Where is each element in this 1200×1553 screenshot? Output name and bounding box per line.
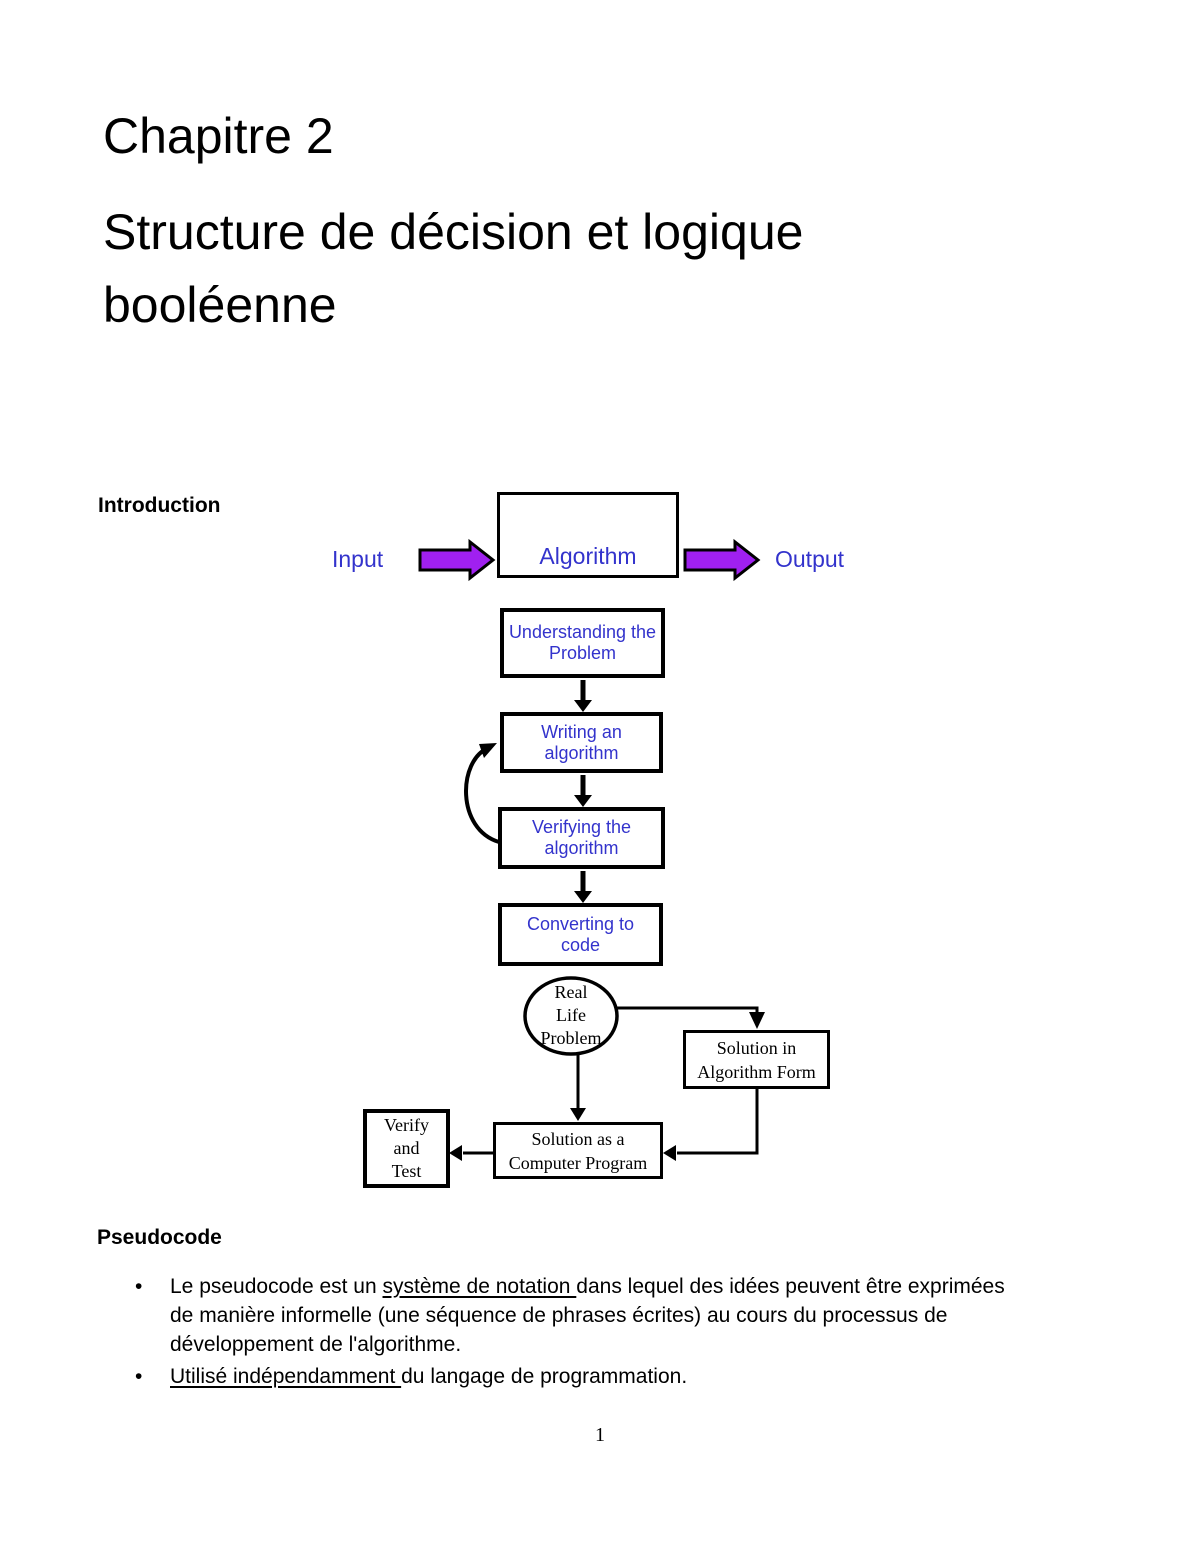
- input-label: Input: [332, 546, 384, 572]
- bullet-icon: •: [135, 1365, 143, 1388]
- page-number: 1: [595, 1424, 605, 1446]
- bullet-text-before: Le pseudocode est un: [170, 1275, 383, 1298]
- connector-problem-to-algorithm: [615, 1006, 765, 1029]
- connector-problem-to-program: [570, 1054, 586, 1121]
- bullet-text-underlined: système de notation: [382, 1275, 577, 1298]
- flow-arrow-1: [574, 680, 592, 712]
- bullet-text: Le pseudocode est un système de notation…: [170, 1272, 1005, 1359]
- bullet-icon: •: [135, 1275, 143, 1298]
- algorithm-box: Algorithm: [497, 492, 679, 578]
- real-life-problem-circle: [523, 976, 619, 1056]
- bullet-item: • Utilisé indépendamment du langage de p…: [135, 1362, 1035, 1391]
- bullet-text-underlined: Utilisé indépendamment: [170, 1365, 402, 1388]
- connector-program-to-verify: [449, 1145, 493, 1161]
- flow-arrow-3: [574, 871, 592, 903]
- pseudocode-heading: Pseudocode: [97, 1226, 222, 1249]
- algorithm-box-label: Algorithm: [539, 543, 637, 569]
- output-label: Output: [775, 546, 845, 572]
- chapter-title: Chapitre 2: [103, 108, 334, 164]
- pseudocode-bullet-list: • Le pseudocode est un système de notati…: [135, 1272, 1035, 1394]
- bullet-item: • Le pseudocode est un système de notati…: [135, 1272, 1035, 1359]
- bullet-text-after: du langage de programmation.: [401, 1365, 688, 1388]
- flow-arrow-2: [574, 775, 592, 807]
- input-arrow-icon: [418, 538, 496, 582]
- output-arrow-icon: [683, 538, 761, 582]
- bullet-text: Utilisé indépendamment du langage de pro…: [170, 1362, 1005, 1391]
- introduction-heading: Introduction: [98, 494, 221, 517]
- connector-algorithm-to-program: [663, 1089, 759, 1161]
- loop-back-arrow: [464, 743, 500, 844]
- bullet-text-after: dans lequel des idées peuvent être expri…: [170, 1275, 1005, 1356]
- chapter-subtitle: Structure de décision et logique booléen…: [103, 204, 804, 333]
